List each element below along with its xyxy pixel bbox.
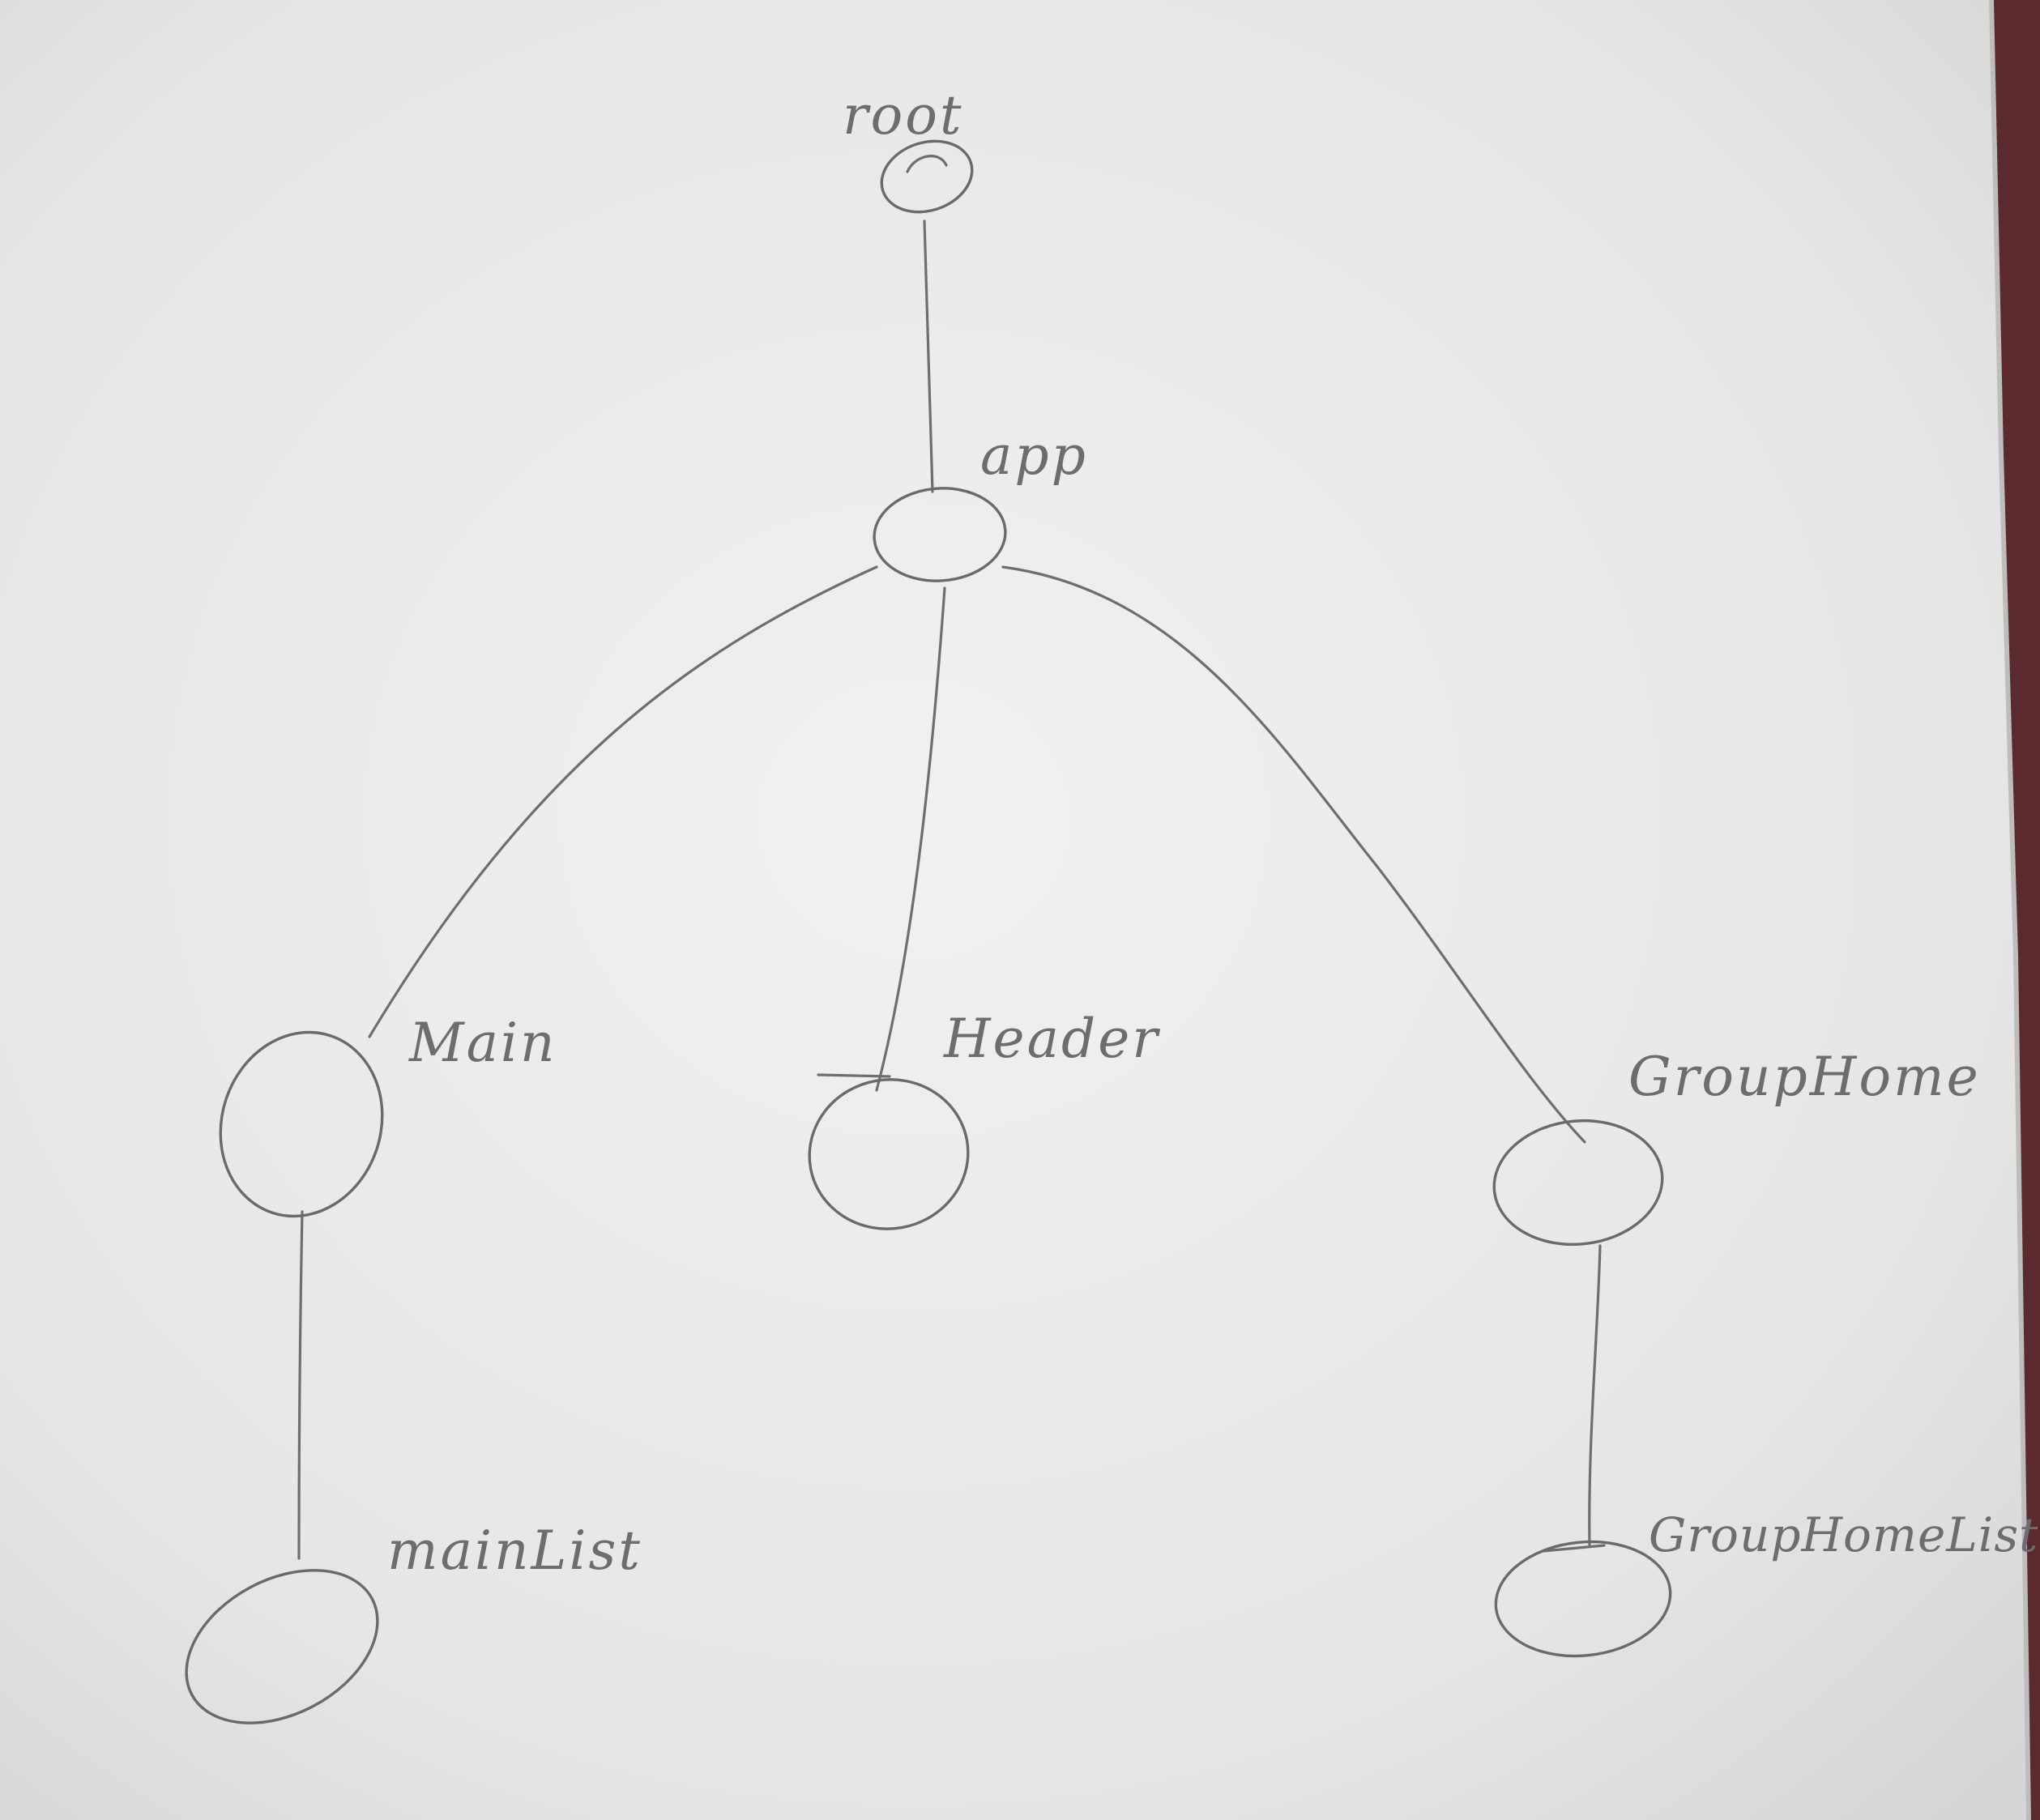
- edge-root-app: [923, 220, 934, 493]
- tick-grouphomelist: [1542, 1544, 1606, 1553]
- label-grouphomelist: GroupHomeList: [1649, 1507, 2038, 1562]
- node-app-circle: [873, 487, 1007, 582]
- label-main: Main: [408, 1012, 557, 1074]
- node-root-mark: [906, 155, 948, 173]
- node-grouphomelist-circle: [1494, 1540, 1672, 1658]
- node-main-circle: [219, 1030, 384, 1218]
- edge-main-mainlist: [297, 1210, 304, 1560]
- node-root-circle: [880, 139, 974, 214]
- edge-app-main: [368, 565, 878, 1038]
- node-header-circle: [808, 1078, 970, 1230]
- label-app: app: [980, 424, 1088, 487]
- label-root: root: [843, 84, 964, 147]
- edge-app-grouphome: [1001, 565, 1586, 1144]
- node-grouphome-circle: [1492, 1119, 1664, 1247]
- node-mainlist-circle: [185, 1569, 379, 1724]
- edge-app-header: [875, 586, 946, 1092]
- label-mainlist: mainList: [387, 1520, 642, 1582]
- label-grouphome: GroupHome: [1628, 1046, 1981, 1108]
- label-header: Header: [943, 1008, 1160, 1070]
- edge-grouphome-grouphomelist: [1588, 1244, 1602, 1546]
- tick-header: [817, 1073, 891, 1078]
- paper-edge: [1989, 0, 2031, 1820]
